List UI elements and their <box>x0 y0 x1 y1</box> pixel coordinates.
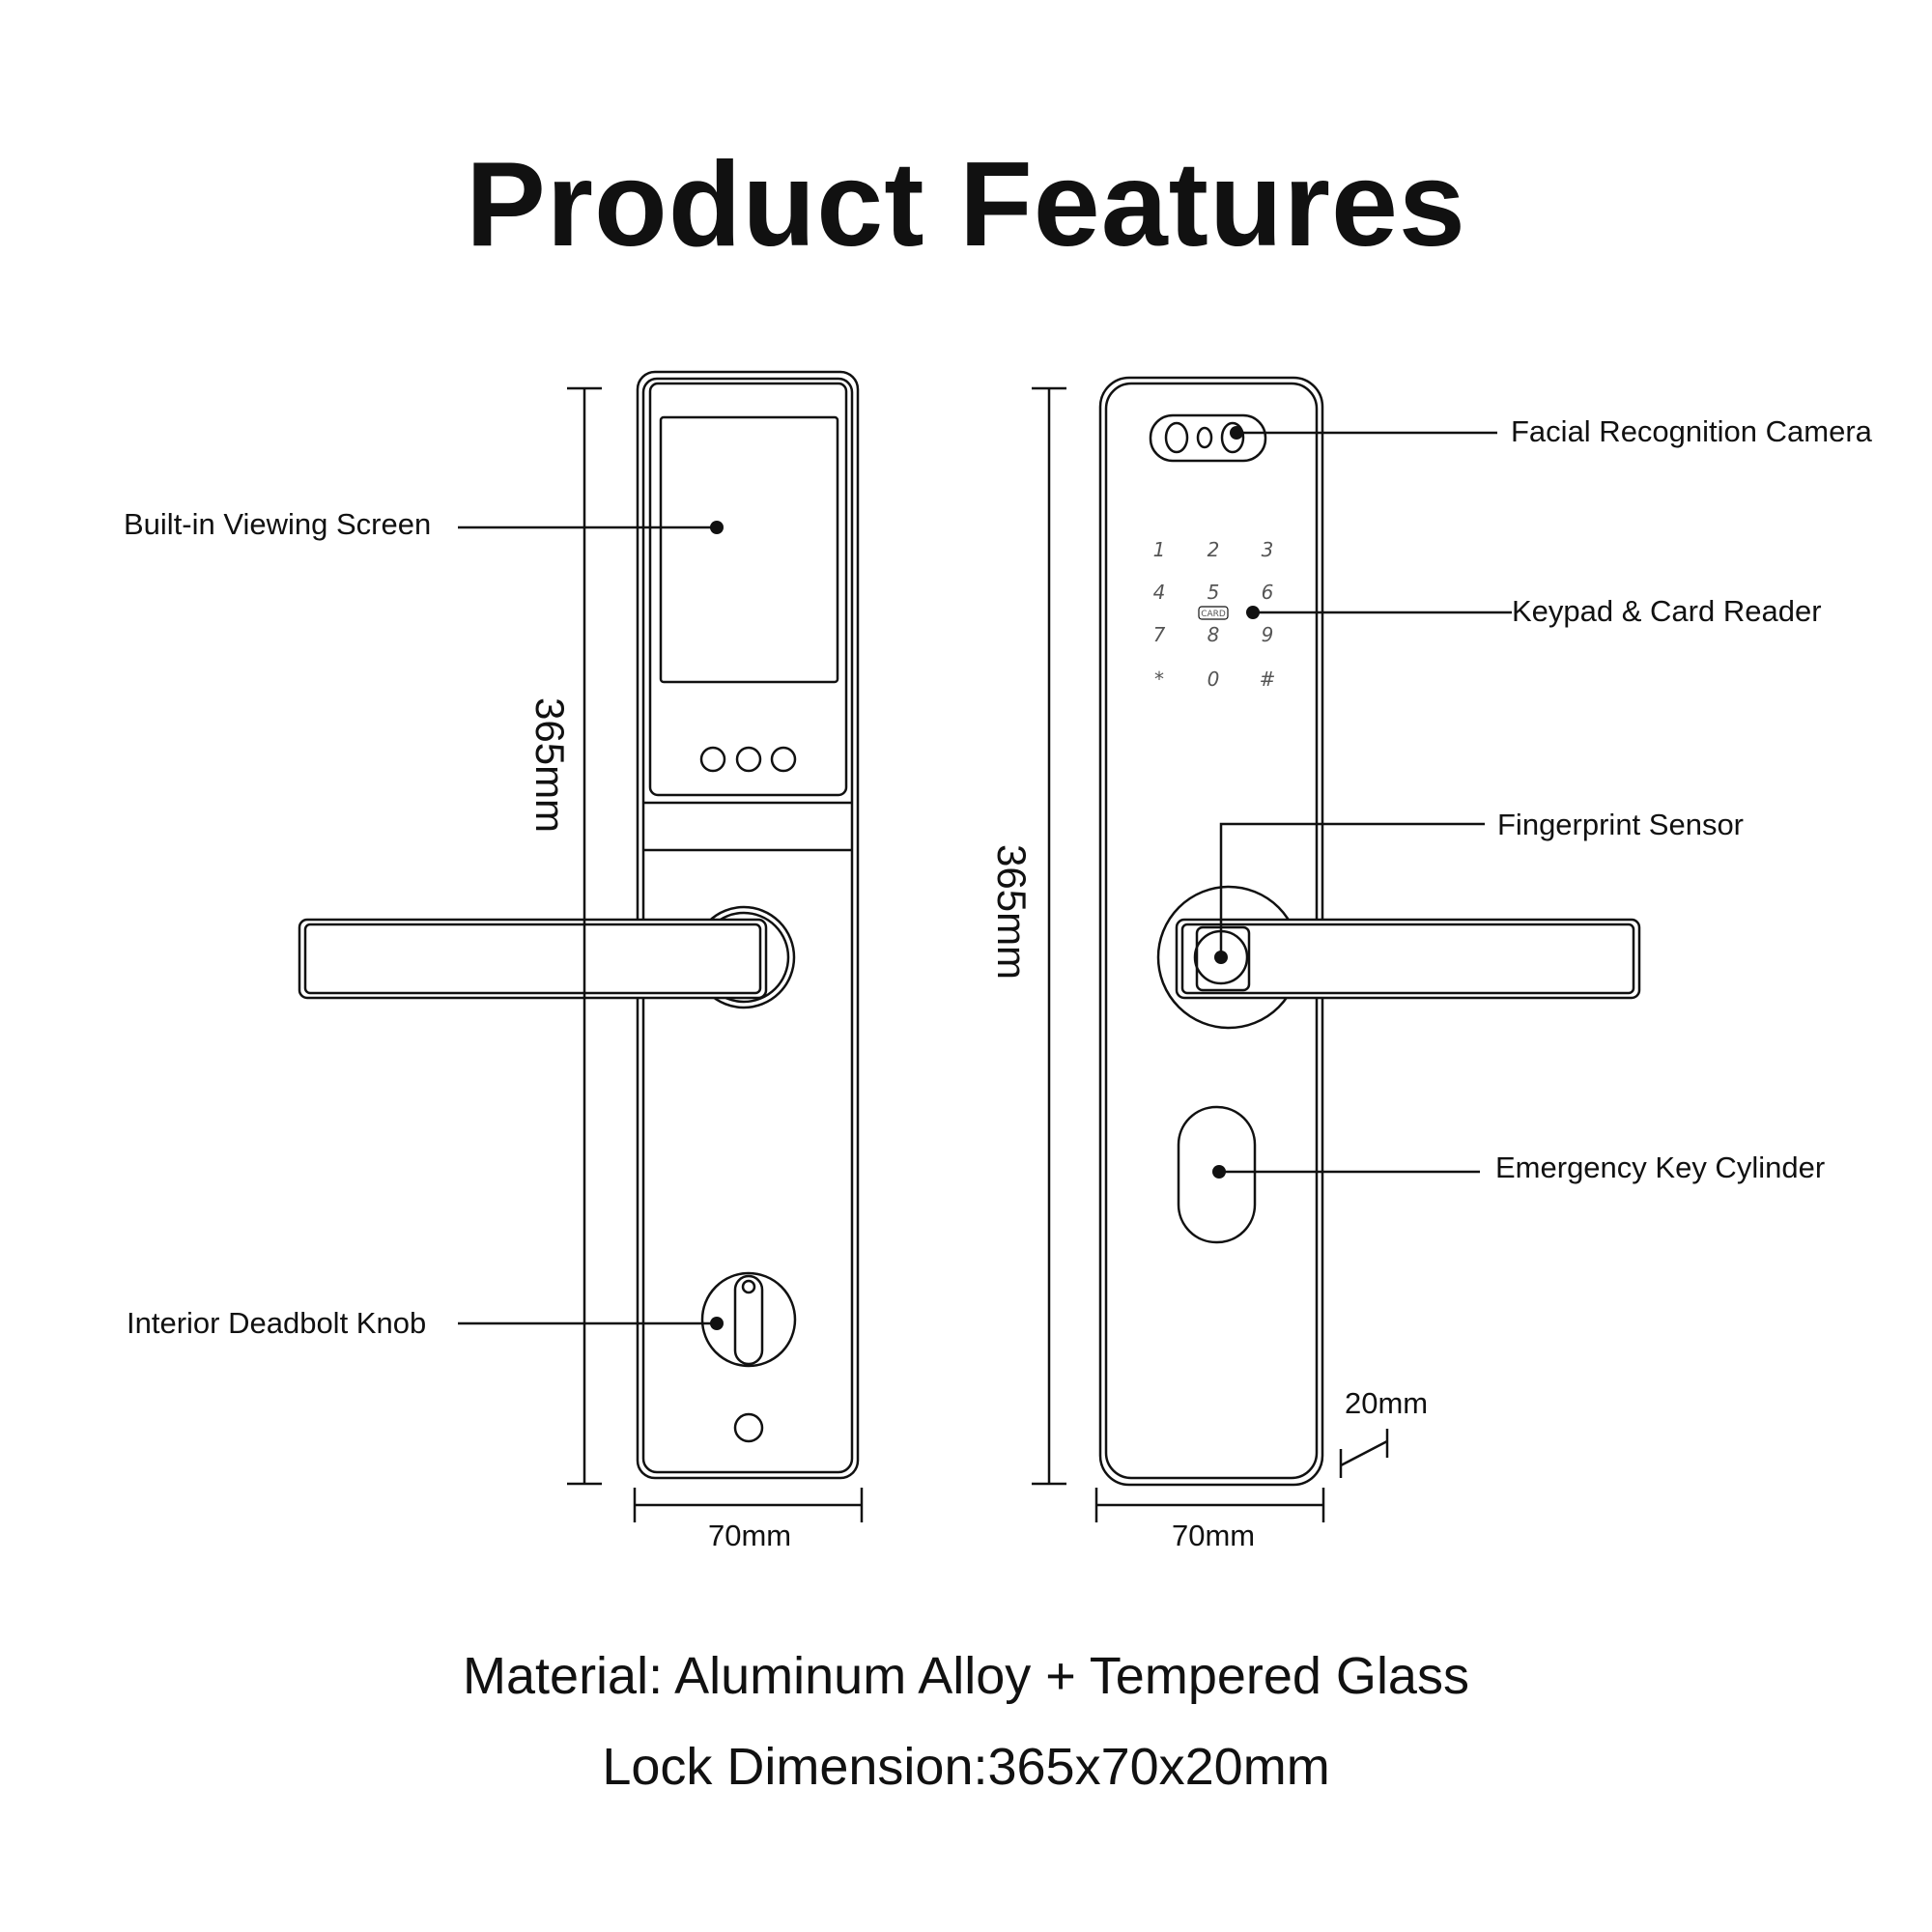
exterior-handle-lever <box>1175 918 1641 1000</box>
callout-emergency-key-cylinder: Emergency Key Cylinder <box>1495 1151 1826 1184</box>
callout-interior-deadbolt-knob: Interior Deadbolt Knob <box>127 1306 427 1340</box>
viewing-screen <box>659 415 839 684</box>
keypad-key: 2 <box>1208 538 1220 561</box>
indicator-dot-3 <box>770 746 797 773</box>
interior-handle-lever-inner <box>303 923 762 995</box>
callout-built-in-viewing-screen: Built-in Viewing Screen <box>124 507 432 541</box>
deadbolt-leader-dot <box>710 1317 724 1330</box>
depth-line <box>1340 1439 1388 1467</box>
fingerprint-leader-dot <box>1214 951 1228 964</box>
card-reader-badge <box>1198 606 1229 620</box>
interior-bottom-hole <box>733 1412 764 1443</box>
right-width-label: 70mm <box>1172 1519 1256 1552</box>
keypad-key: 1 <box>1153 538 1166 561</box>
page-title: Product Features <box>466 138 1466 271</box>
camera-module <box>1149 413 1267 463</box>
deadbolt-knob-grip <box>733 1274 764 1366</box>
deadbolt-knob-pin <box>741 1279 756 1294</box>
keypad-key: 6 <box>1262 581 1274 604</box>
left-width-label: 70mm <box>708 1519 792 1552</box>
keypad-key: 3 <box>1262 538 1274 561</box>
material-text: Material: Aluminum Alloy + Tempered Glas… <box>463 1647 1469 1705</box>
keypad-key: 0 <box>1208 668 1220 691</box>
fingerprint-leader-line <box>1219 822 1485 957</box>
indicator-dot-2 <box>735 746 762 773</box>
keypad-key: 7 <box>1153 623 1166 646</box>
keypad-key: 8 <box>1208 623 1220 646</box>
keypad-key: * <box>1154 668 1164 691</box>
right-height-label: 365mm <box>989 844 1035 980</box>
key-cylinder-plate <box>1177 1105 1257 1244</box>
exterior-handle-lever-inner <box>1180 923 1635 995</box>
screen-housing <box>648 382 848 797</box>
keypad-key: 5 <box>1208 581 1220 604</box>
camera-lens-left <box>1164 421 1189 454</box>
camera-lens-right <box>1220 421 1245 454</box>
depth-label: 20mm <box>1345 1386 1429 1420</box>
camera-lens-center <box>1196 426 1213 449</box>
indicator-dot-1 <box>699 746 726 773</box>
keypad: 1 2 3 4 5 6 7 8 9 * 0 # <box>1153 538 1276 691</box>
exterior-lock-unit: 1 2 3 4 5 6 7 8 9 * 0 # CARD <box>1032 376 1641 1522</box>
camera-leader-dot <box>1230 426 1243 440</box>
deadbolt-knob <box>700 1271 797 1368</box>
interior-lock-unit <box>298 370 864 1522</box>
callout-facial-recognition-camera: Facial Recognition Camera <box>1511 414 1872 448</box>
keypad-key: # <box>1260 668 1276 691</box>
fingerprint-sensor-housing <box>1195 925 1251 992</box>
callout-fingerprint-sensor: Fingerprint Sensor <box>1497 808 1745 841</box>
left-height-label: 365mm <box>527 697 573 834</box>
keypad-leader-dot <box>1246 606 1260 619</box>
keypad-key: 4 <box>1153 581 1166 604</box>
lock-dimension-text: Lock Dimension:365x70x20mm <box>602 1738 1330 1796</box>
screen-leader-dot <box>710 521 724 534</box>
interior-handle-lever <box>298 918 768 1000</box>
keypad-key: 9 <box>1262 623 1274 646</box>
callout-keypad-card-reader: Keypad & Card Reader <box>1512 594 1822 628</box>
card-reader-label: CARD <box>1201 610 1226 619</box>
cylinder-leader-dot <box>1212 1165 1226 1179</box>
